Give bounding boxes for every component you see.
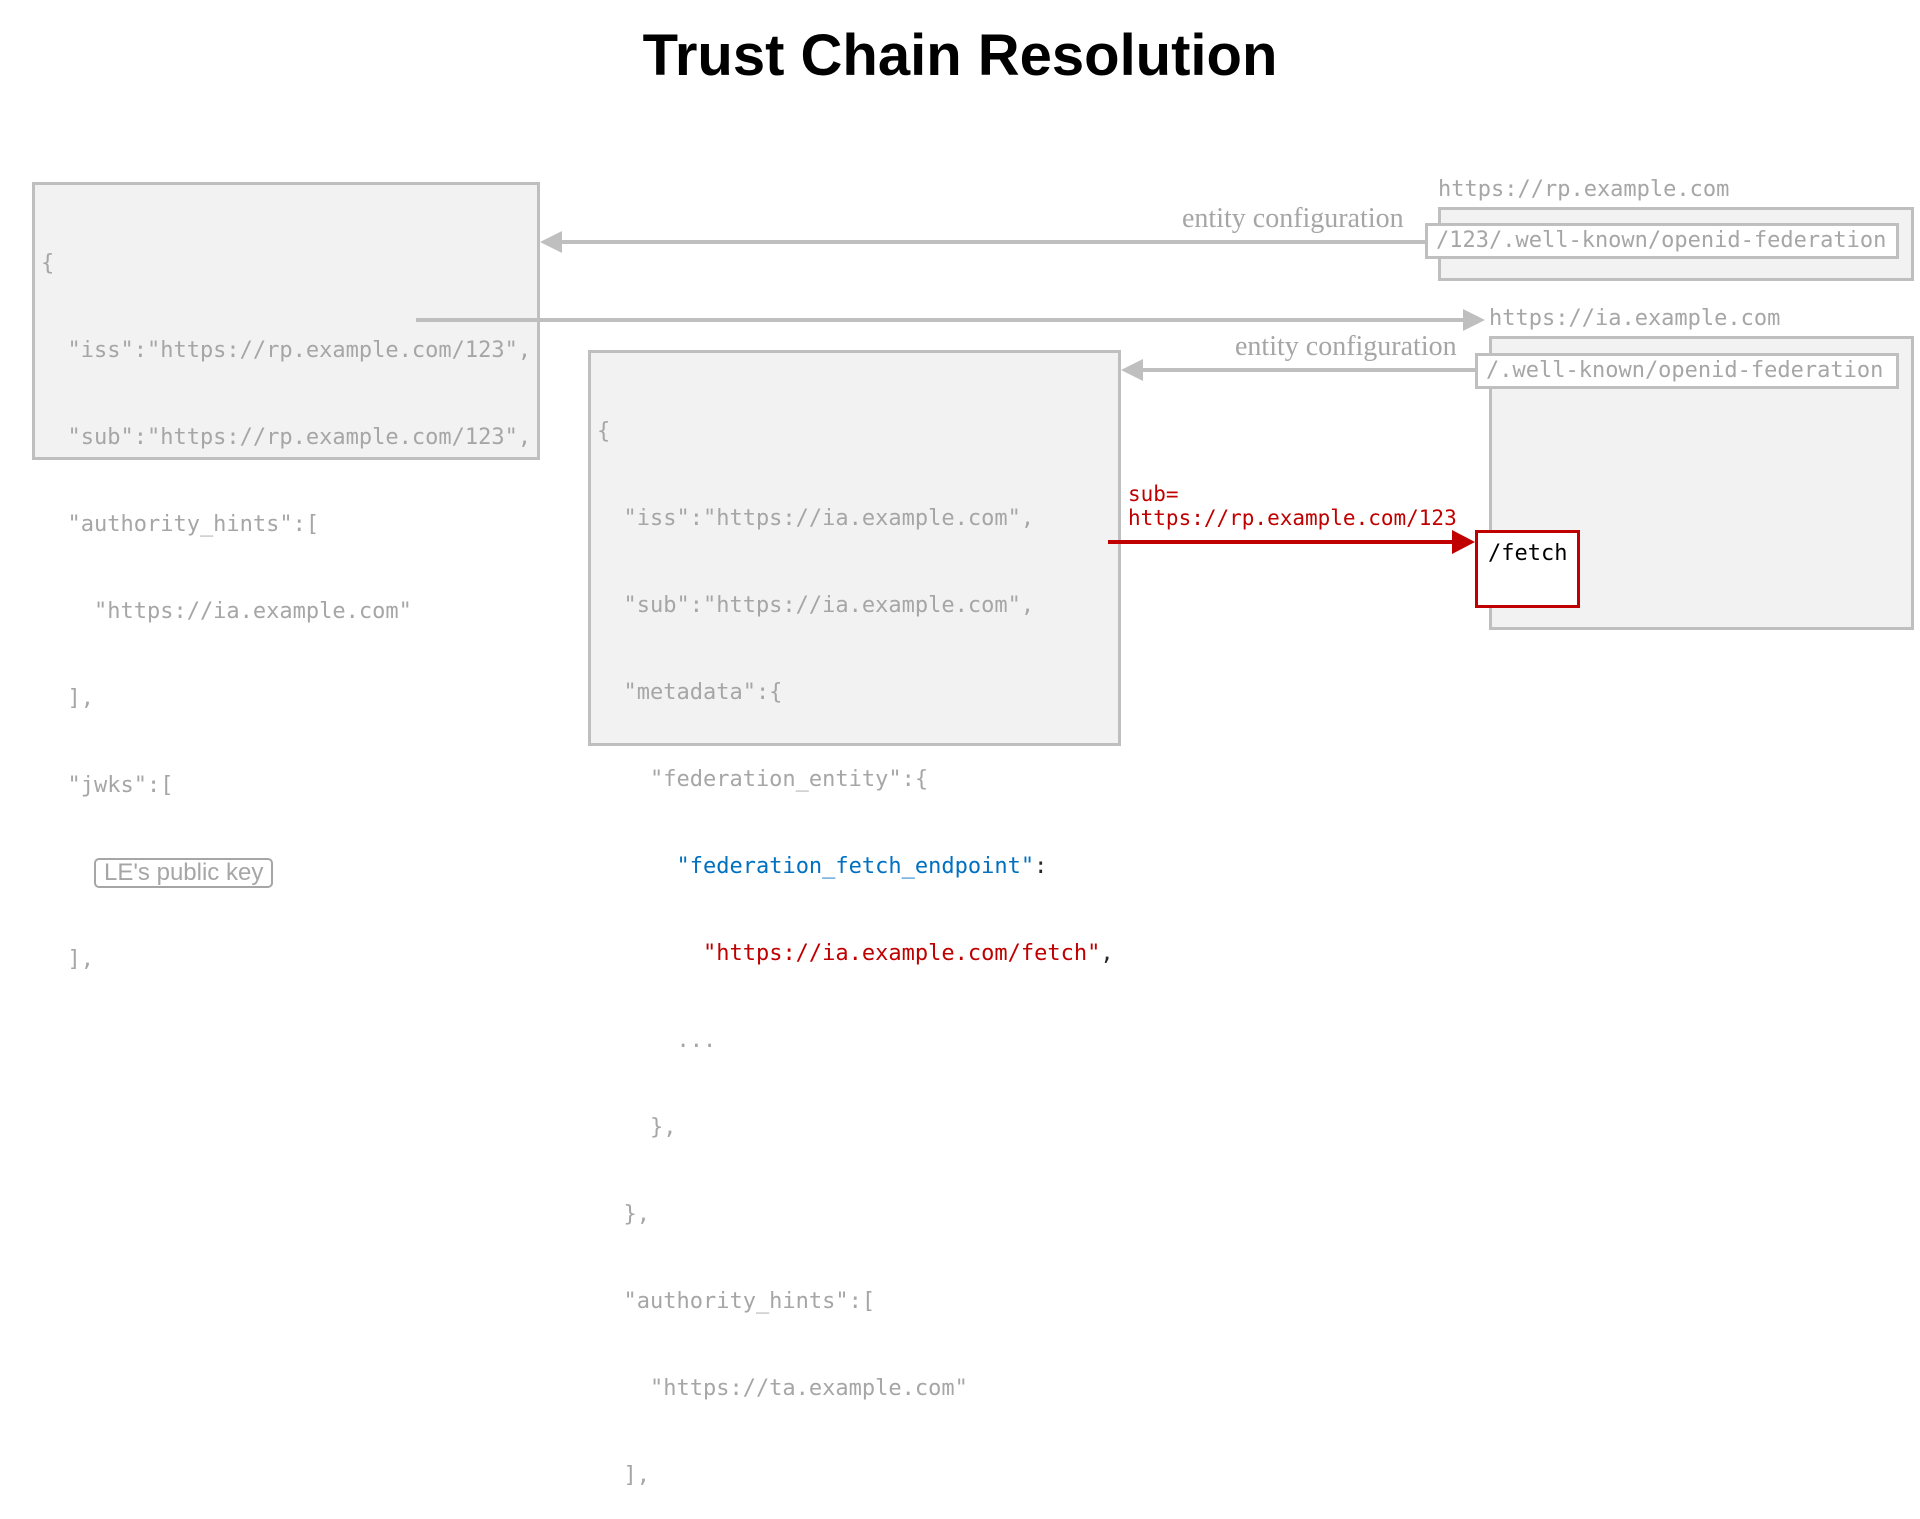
code-line: "sub":"https://ia.example.com", <box>597 593 1035 618</box>
code-line: "iss":"https://rp.example.com/123", <box>41 338 532 363</box>
code-line: { <box>41 251 55 276</box>
code-line: ], <box>597 1463 650 1488</box>
code-line: "https://ia.example.com" <box>41 599 412 624</box>
rp-well-known-path: /123/.well-known/openid-federation <box>1425 223 1899 259</box>
code-line: "jwks":[ <box>41 773 174 798</box>
code-line: "authority_hints":[ <box>597 1289 876 1314</box>
code-line: { <box>597 419 611 444</box>
arrowhead <box>1121 359 1143 381</box>
arrowhead <box>1452 530 1475 554</box>
code-line: "federation_entity":{ <box>597 767 929 792</box>
code-line: "authority_hints":[ <box>41 512 320 537</box>
entity-configuration-label: entity configuration <box>1235 331 1457 362</box>
code-line: "sub":"https://rp.example.com/123", <box>41 425 532 450</box>
fetch-endpoint-box: /fetch <box>1475 530 1580 608</box>
fetch-endpoint-value-line: "https://ia.example.com/fetch", <box>702 941 1114 966</box>
code-line: "https://ta.example.com" <box>597 1376 968 1401</box>
arrowhead <box>1463 309 1485 331</box>
jwks-key-line: LE's public key <box>41 858 531 888</box>
diagram-title: Trust Chain Resolution <box>642 23 1278 88</box>
arrowhead <box>540 231 562 253</box>
code-line: }, <box>597 1115 677 1140</box>
code-line: ], <box>41 947 94 972</box>
ia-well-known-path: /.well-known/openid-federation <box>1475 353 1899 389</box>
fetch-endpoint-key: "federation_fetch_endpoint" <box>676 854 1035 879</box>
ia-entity-configuration-box: { "iss":"https://ia.example.com", "sub":… <box>588 350 1121 1488</box>
ia-host-label: https://ia.example.com <box>1489 306 1781 331</box>
fetch-endpoint-value: "https://ia.example.com/fetch" <box>702 941 1101 966</box>
code-line: ], <box>41 686 94 711</box>
rp-host-label: https://rp.example.com <box>1438 177 1730 202</box>
public-key-chip: LE's public key <box>93 858 274 888</box>
code-line: "metadata":{ <box>597 680 783 705</box>
code-line: }, <box>597 1202 650 1227</box>
fetch-endpoint-key-line: "federation_fetch_endpoint": <box>676 854 1048 879</box>
entity-configuration-label: entity configuration <box>1182 203 1404 234</box>
connector-arrows <box>416 231 1485 554</box>
code-line: ... <box>597 1028 717 1053</box>
code-line: "iss":"https://ia.example.com", <box>597 506 1035 531</box>
sub-parameter-label: sub= https://rp.example.com/123 <box>1128 482 1457 530</box>
